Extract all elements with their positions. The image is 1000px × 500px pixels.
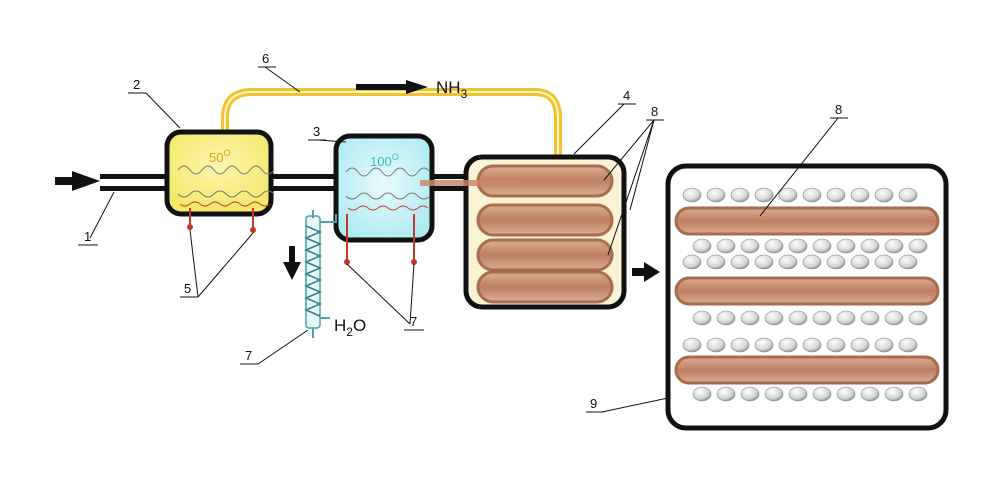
heater-vessel-50	[164, 129, 275, 217]
particle	[874, 337, 894, 353]
particle	[908, 310, 928, 326]
particle	[802, 254, 822, 270]
particle	[740, 386, 760, 402]
particle-layer	[682, 187, 928, 402]
particle	[682, 254, 702, 270]
heater2-temp: 100O	[370, 152, 399, 169]
particle	[692, 386, 712, 402]
product-fibers	[674, 206, 940, 385]
inlet-arrow-icon	[55, 171, 100, 191]
particle	[884, 310, 904, 326]
particle	[802, 337, 822, 353]
particle	[836, 238, 856, 254]
down-arrow-icon	[283, 246, 301, 280]
particle	[826, 254, 846, 270]
particle	[764, 386, 784, 402]
particle	[836, 310, 856, 326]
feed-tube	[100, 174, 520, 191]
particle	[908, 386, 928, 402]
particle	[826, 337, 846, 353]
ammonia-label: NH3	[436, 78, 468, 101]
winding-chamber	[463, 154, 627, 310]
particle	[860, 310, 880, 326]
particle	[740, 238, 760, 254]
particle	[812, 310, 832, 326]
particle	[788, 310, 808, 326]
particle	[692, 238, 712, 254]
condenser	[304, 210, 337, 338]
particle	[730, 187, 750, 203]
particle	[850, 254, 870, 270]
particle	[802, 187, 822, 203]
particle	[812, 386, 832, 402]
particle	[692, 310, 712, 326]
particle	[682, 337, 702, 353]
particle	[778, 337, 798, 353]
label-underlines	[78, 66, 848, 413]
water-label: H2O	[334, 316, 366, 339]
particle	[874, 254, 894, 270]
electrode-tips	[187, 224, 417, 265]
label-9: 9	[590, 396, 597, 411]
particle	[716, 310, 736, 326]
particle	[788, 238, 808, 254]
particle	[716, 386, 736, 402]
particle	[730, 254, 750, 270]
particle	[706, 337, 726, 353]
particle	[850, 187, 870, 203]
particle	[860, 238, 880, 254]
heater-vessel-100	[333, 133, 435, 243]
label-7-condenser: 7	[245, 348, 252, 363]
ammonia-flow-arrow-icon	[356, 80, 428, 94]
particle	[826, 187, 846, 203]
particle	[850, 337, 870, 353]
particle	[754, 337, 774, 353]
particle	[778, 254, 798, 270]
particle	[860, 386, 880, 402]
label-7-electrodes: 7	[410, 314, 417, 329]
particle	[836, 386, 856, 402]
particle	[716, 238, 736, 254]
label-6: 6	[262, 51, 269, 66]
label-4: 4	[623, 88, 630, 103]
particle	[778, 187, 798, 203]
particle	[884, 238, 904, 254]
label-3: 3	[313, 124, 320, 139]
particle	[898, 337, 918, 353]
particle	[682, 187, 702, 203]
particle	[754, 187, 774, 203]
particle	[874, 187, 894, 203]
particle	[706, 187, 726, 203]
particle	[706, 254, 726, 270]
particle	[788, 386, 808, 402]
heater1-temp: 50O	[209, 148, 230, 165]
particle	[764, 310, 784, 326]
particle	[764, 238, 784, 254]
particle	[754, 254, 774, 270]
leader-lines	[89, 66, 839, 413]
particle	[908, 238, 928, 254]
label-1: 1	[84, 229, 91, 244]
incoming-fiber	[420, 180, 520, 186]
label-5: 5	[184, 281, 191, 296]
label-2: 2	[133, 77, 140, 92]
particle	[812, 238, 832, 254]
label-8-chamber4: 8	[651, 104, 658, 119]
particle	[898, 187, 918, 203]
label-8-chamber9: 8	[835, 102, 842, 117]
right-arrow-icon	[632, 262, 660, 282]
particle	[898, 254, 918, 270]
electrode-wires	[189, 208, 415, 260]
particle	[884, 386, 904, 402]
particle	[730, 337, 750, 353]
particle	[740, 310, 760, 326]
